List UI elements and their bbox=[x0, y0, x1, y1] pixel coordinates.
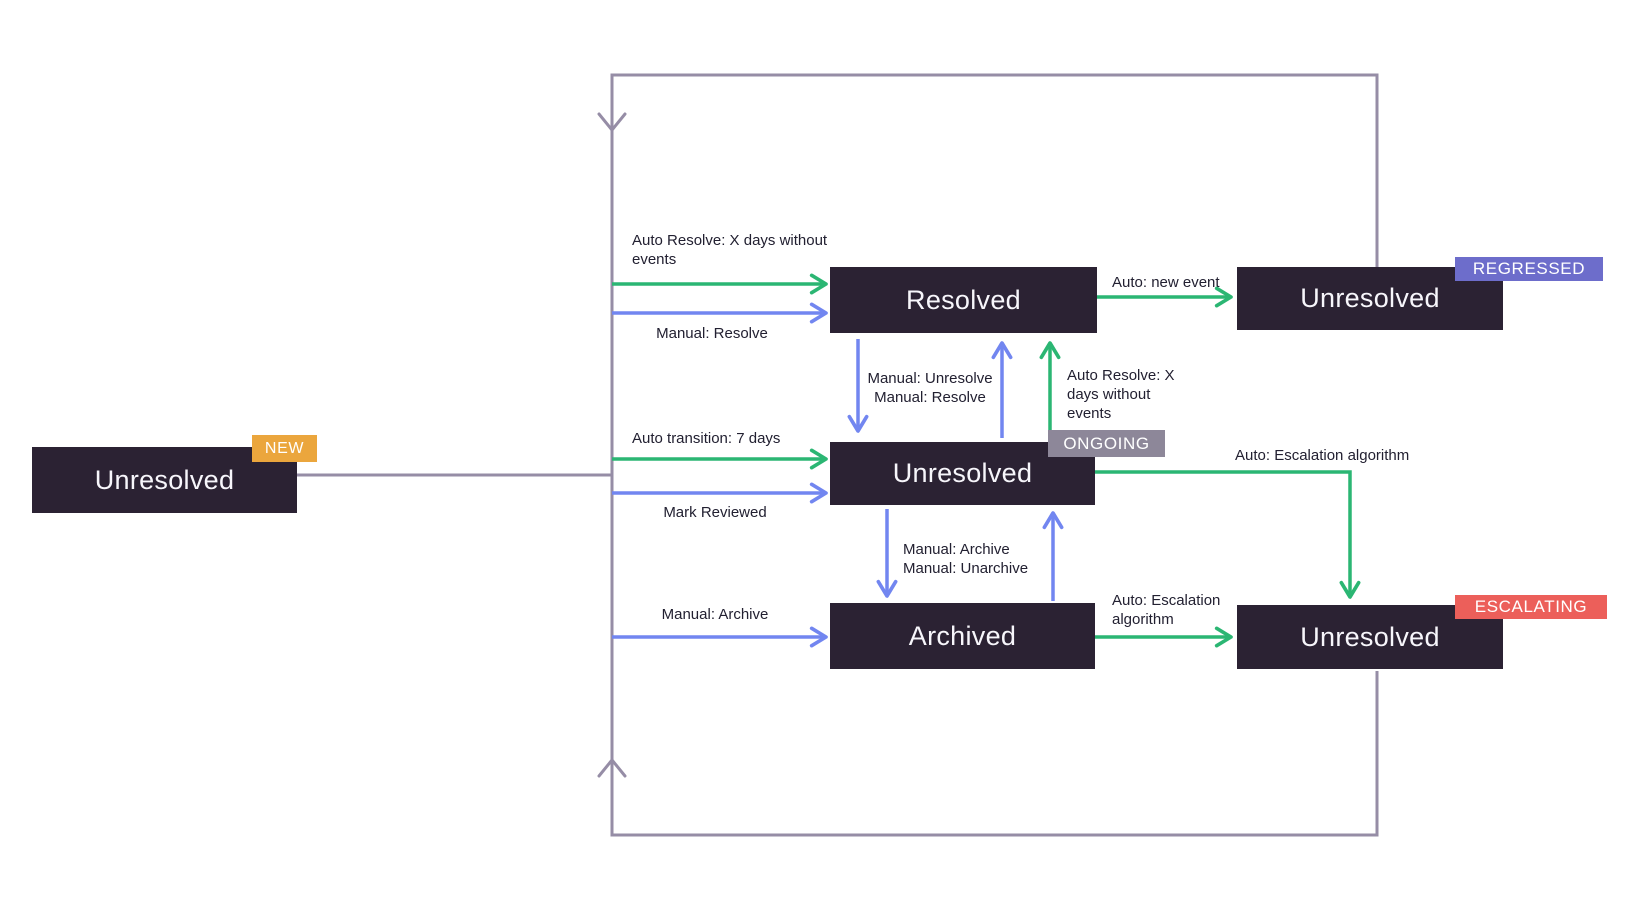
node-label: Unresolved bbox=[1300, 621, 1440, 652]
node-resolved: Resolved bbox=[830, 267, 1097, 333]
badge-regressed: REGRESSED bbox=[1455, 257, 1603, 281]
edge-label-auto-transition: Auto transition: 7 days bbox=[632, 430, 781, 447]
badge-ongoing: ONGOING bbox=[1048, 430, 1165, 457]
loop-arrow-up-icon bbox=[597, 758, 627, 778]
node-label: Unresolved bbox=[94, 464, 235, 495]
node-label: Archived bbox=[908, 620, 1017, 651]
node-archived: Archived bbox=[830, 603, 1095, 669]
edge-auto-escalation-ongoing-to-escalating bbox=[1095, 470, 1361, 599]
edge-label-auto-resolve-ongoing: Auto Resolve: X days without events bbox=[1067, 367, 1175, 422]
edge-label-manual-unresolve-resolve: Manual: Unresolve Manual: Resolve bbox=[867, 370, 993, 406]
node-label: Resolved bbox=[906, 284, 1021, 315]
badge-escalating: ESCALATING bbox=[1455, 595, 1607, 619]
badge-new: NEW bbox=[252, 435, 317, 462]
edge-label-manual-archive-unarchive: Manual: Archive Manual: Unarchive bbox=[903, 541, 1029, 577]
node-unresolved-new: Unresolved bbox=[32, 447, 297, 513]
edge-label-auto-resolve: Auto Resolve: X days without events bbox=[632, 232, 828, 268]
edge-label-mark-reviewed: Mark Reviewed bbox=[663, 504, 767, 521]
edge-label-auto-escalation-archived: Auto: Escalation algorithm bbox=[1112, 592, 1221, 628]
edge-label-auto-escalation-ongoing: Auto: Escalation algorithm bbox=[1235, 447, 1410, 464]
node-label: Unresolved bbox=[892, 458, 1033, 488]
loop-path bbox=[610, 73, 1379, 837]
edge-label-auto-new-event: Auto: new event bbox=[1112, 274, 1220, 291]
node-label: Unresolved bbox=[1300, 283, 1440, 313]
edge-label-manual-resolve: Manual: Resolve bbox=[656, 325, 768, 342]
loop-arrow-down-icon bbox=[597, 112, 627, 132]
edge-label-manual-archive: Manual: Archive bbox=[661, 606, 769, 623]
